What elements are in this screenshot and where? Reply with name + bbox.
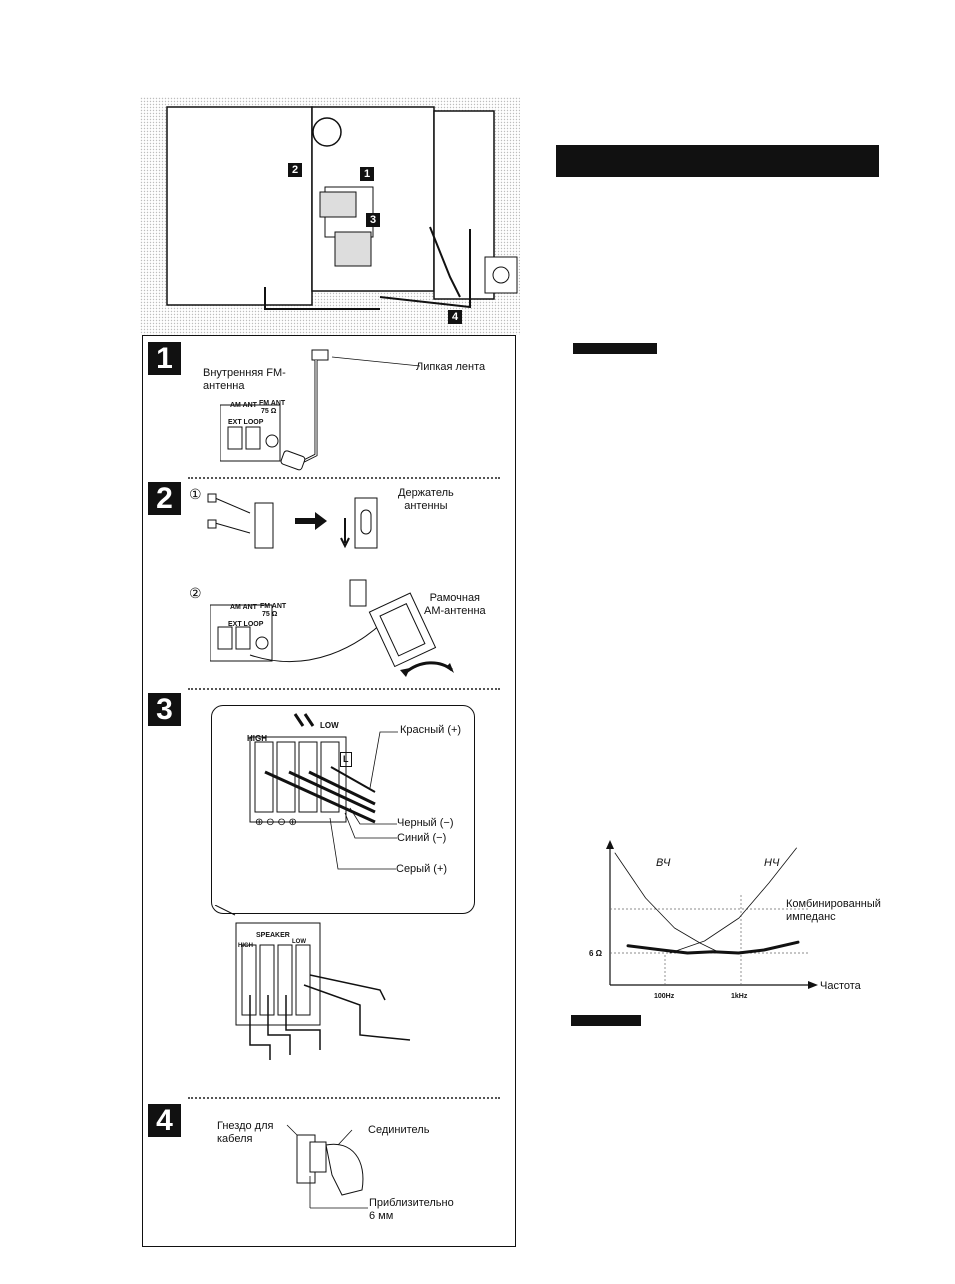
cable-socket-label: Гнездо для кабеля [217, 1120, 274, 1145]
step-1-drawing [220, 349, 420, 471]
terminal-zoom-frame [211, 705, 475, 914]
step1-am-ant: AM ANT [230, 402, 257, 409]
blue-wire-label: Синий (−) [397, 832, 447, 844]
combined-impedance-curve [626, 940, 800, 955]
y-axis-arrow [606, 840, 614, 849]
step-3-badge: 3 [148, 693, 181, 726]
step-2a-drawing [207, 493, 378, 549]
step-3-leader-lines [329, 731, 398, 870]
tick-1khz: 1kHz [731, 993, 748, 1000]
sub-step-2: ② [189, 585, 202, 601]
lf-curve-label: НЧ [764, 857, 780, 869]
step2-ohm: 75 Ω [262, 611, 278, 618]
frequency-axis-label: Частота [820, 980, 861, 992]
lf-curve [669, 847, 797, 954]
approx-label: Приблизительно 6 мм [369, 1197, 454, 1222]
high-small-label: HIGH [238, 943, 253, 949]
step-1-badge: 1 [148, 342, 181, 375]
x-axis-arrow [808, 981, 818, 989]
step1-ohm: 75 Ω [261, 408, 277, 415]
hf-curve [614, 852, 721, 954]
steps-panel [142, 335, 516, 1247]
callout-2: 2 [288, 163, 302, 177]
tick-100hz: 100Hz [654, 993, 675, 1000]
subheading-bar-1 [573, 343, 657, 354]
red-wire-label: Красный (+) [400, 724, 462, 736]
divider-2 [188, 688, 500, 690]
tick-6ohm: 6 Ω [589, 949, 603, 958]
gray-wire-label: Серый (+) [396, 863, 448, 875]
step1-fm-ant: FM ANT [259, 400, 286, 407]
impedance-chart [606, 840, 818, 989]
step2-fm-ant: FM ANT [260, 603, 287, 610]
loop-antenna-label: Рамочная АМ-антенна [424, 592, 486, 617]
step-3-terminal-drawing: ⊕ ⊖ ⊖ ⊕ [249, 713, 376, 828]
step-4-badge: 4 [148, 1104, 181, 1137]
callout-3: 3 [366, 213, 380, 227]
callout-4: 4 [448, 310, 462, 324]
hf-curve-label: ВЧ [656, 857, 671, 869]
step-4-drawing [286, 1124, 368, 1209]
step-3-number: 3 [156, 693, 173, 726]
l-marker: L [340, 752, 352, 767]
tape-label: Липкая лента [416, 361, 486, 373]
low-small-label: LOW [292, 939, 306, 945]
high-label: HIGH [247, 734, 267, 743]
overview-illustration: 2 1 3 4 [140, 97, 520, 335]
subheading-bar-2 [571, 1015, 641, 1026]
callout-1: 1 [360, 167, 374, 181]
step-4-number: 4 [156, 1104, 173, 1137]
sub-step-1: ① [189, 486, 202, 502]
black-wire-label: Черный (−) [397, 817, 454, 829]
divider-3 [188, 1097, 500, 1099]
step2-am-ant: AM ANT [230, 604, 257, 611]
step2-ext-loop: EXT LOOP [228, 621, 264, 628]
speaker-label: SPEAKER [256, 932, 290, 939]
divider-1 [188, 477, 500, 479]
step-2b-drawing [210, 579, 454, 677]
svg-text:⊕ ⊖ ⊖ ⊕: ⊕ ⊖ ⊖ ⊕ [255, 817, 297, 828]
step-3-speaker-panel-drawing [214, 905, 411, 1060]
step-2-number: 2 [156, 482, 173, 515]
stereo-system-drawing [140, 97, 520, 335]
combined-impedance-label: Комбинированный импеданс [786, 898, 881, 923]
holder-label: Держатель антенны [398, 487, 454, 512]
step-2-badge: 2 [148, 482, 181, 515]
section-header-bar [556, 145, 879, 177]
step1-ext-loop: EXT LOOP [228, 419, 264, 426]
connector-label: Сединитель [368, 1124, 430, 1136]
fm-antenna-label: Внутренняя FM- антенна [203, 367, 286, 392]
low-label: LOW [320, 721, 339, 730]
step-1-number: 1 [156, 342, 173, 375]
